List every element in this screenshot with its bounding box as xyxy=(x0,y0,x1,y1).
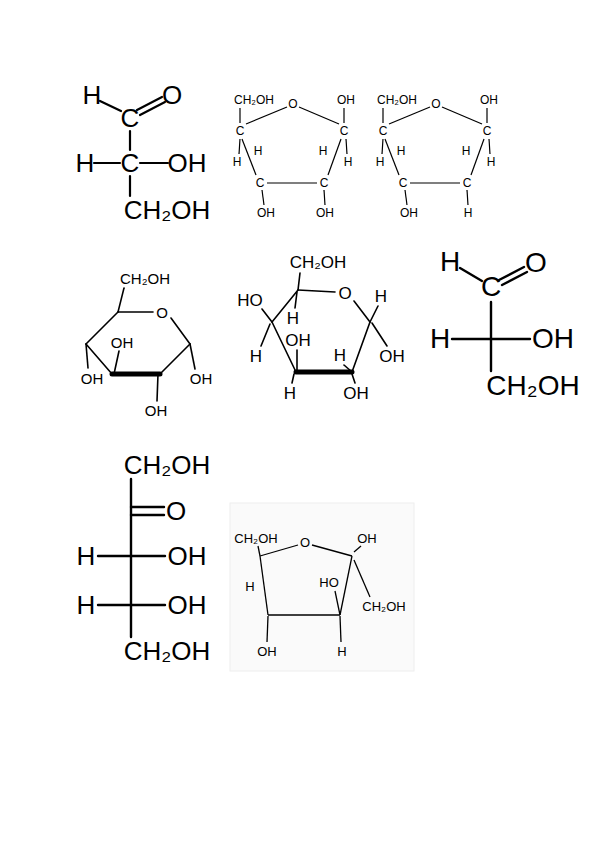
glyceraldehyde-bonds xyxy=(452,267,530,371)
atom-label: CH₂OH xyxy=(124,638,211,664)
atom-label: H xyxy=(76,150,95,176)
atom-label: C xyxy=(256,177,265,189)
atom-label: CH₂OH xyxy=(486,372,579,400)
atom-label: CH₂OH xyxy=(377,94,417,106)
atom-label: H xyxy=(430,325,450,353)
atom-label: OH xyxy=(111,335,134,350)
atom-label: H xyxy=(77,543,96,569)
atom-label: CH₂OH xyxy=(362,600,405,613)
atom-label: CH₂OH xyxy=(234,532,277,545)
atom-label: C xyxy=(121,150,140,176)
atom-label: H xyxy=(233,156,242,168)
ribulose-bonds xyxy=(98,479,165,637)
atom-label: H xyxy=(284,385,296,402)
atom-label: H xyxy=(487,156,496,168)
atom-label: HO xyxy=(237,292,263,309)
atom-label: C xyxy=(320,177,329,189)
atom-label: OH xyxy=(257,207,275,219)
glucose-ring-bonds xyxy=(261,273,387,383)
atom-label: OH xyxy=(168,592,207,618)
atom-label: OH xyxy=(532,325,574,353)
atom-label: H xyxy=(464,207,473,219)
atom-label: OH xyxy=(81,371,104,386)
atom-label: CH₂OH xyxy=(124,452,211,478)
atom-label: CH₂OH xyxy=(120,271,170,286)
atom-label: C xyxy=(121,105,140,131)
furanose-bonds xyxy=(382,107,490,205)
atom-label: H xyxy=(83,82,102,108)
atom-label: OH xyxy=(357,532,377,545)
atom-label: OH xyxy=(343,385,369,402)
atom-label: OH xyxy=(285,332,311,349)
atom-label: H xyxy=(77,592,96,618)
atom-label: H xyxy=(397,145,406,157)
fructofuranose-bonds xyxy=(258,545,370,642)
atom-label: CH₂OH xyxy=(124,197,211,223)
atom-label: OH xyxy=(257,645,277,658)
atom-label: O xyxy=(338,285,351,302)
atom-label: H xyxy=(344,156,353,168)
atom-label: H xyxy=(337,645,346,658)
atom-label: OH xyxy=(190,371,213,386)
atom-label: H xyxy=(245,580,254,593)
atom-label: H xyxy=(376,156,385,168)
atom-label: C xyxy=(340,125,349,137)
furanose-bonds xyxy=(239,107,347,205)
atom-label: OH xyxy=(400,207,418,219)
atom-label: OH xyxy=(168,543,207,569)
atom-label: C xyxy=(481,273,501,301)
atom-label: OH xyxy=(168,150,207,176)
atom-label: C xyxy=(379,125,388,137)
atom-label: CH₂OH xyxy=(290,254,347,271)
atom-label: O xyxy=(288,98,297,110)
atom-label: H xyxy=(250,348,262,365)
atom-label: C xyxy=(236,125,245,137)
atom-label: O xyxy=(166,498,186,524)
atom-label: H xyxy=(334,347,346,364)
atom-label: O xyxy=(162,82,182,108)
atom-label: H xyxy=(440,248,460,276)
atom-label: O xyxy=(300,536,310,549)
atom-label: OH xyxy=(316,207,334,219)
atom-label: O xyxy=(156,305,168,320)
atom-label: C xyxy=(463,177,472,189)
image-ground xyxy=(230,503,414,671)
atom-label: H xyxy=(375,288,387,305)
atom-label: H xyxy=(254,145,263,157)
atom-label: O xyxy=(431,98,440,110)
atom-label: O xyxy=(525,249,547,277)
glyceraldehyde-bonds xyxy=(94,97,168,196)
atom-label: OH xyxy=(480,94,498,106)
atom-label: C xyxy=(483,125,492,137)
atom-label: OH xyxy=(379,348,405,365)
atom-label: HO xyxy=(319,576,339,589)
atom-label: H xyxy=(287,310,299,327)
atom-label: CH₂OH xyxy=(234,94,274,106)
atom-label: H xyxy=(319,145,328,157)
atom-label: C xyxy=(399,177,408,189)
atom-label: OH xyxy=(337,94,355,106)
atom-label: OH xyxy=(145,403,168,418)
atom-label: H xyxy=(462,145,471,157)
